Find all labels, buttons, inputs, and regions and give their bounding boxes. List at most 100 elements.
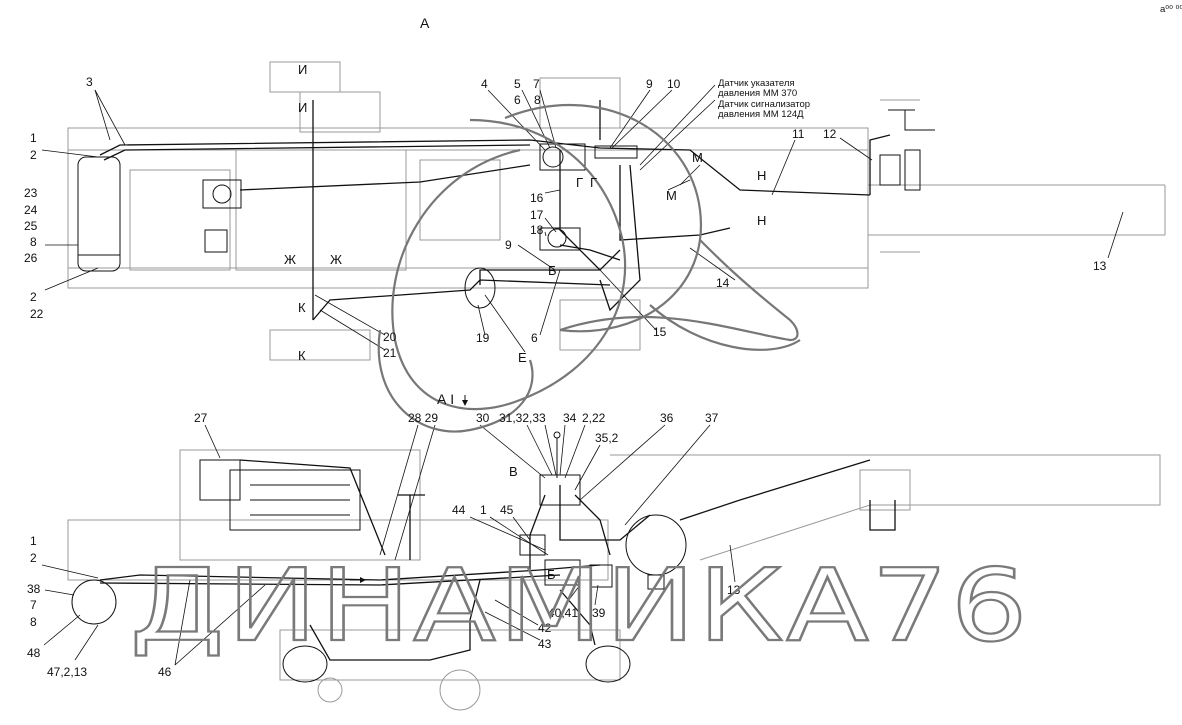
callout-15: 15 (653, 325, 667, 339)
callout-28-29: 28 29 (408, 411, 438, 425)
sensor-label-4: давления ММ 124Д (718, 109, 804, 120)
callout-23: 23 (24, 186, 38, 200)
callout-6b: 6 (531, 331, 538, 345)
air-pipelines-top (99, 100, 891, 321)
mark-b-2: Б (547, 567, 556, 582)
watermark-text: ДИНАМИКА76 (130, 547, 1030, 664)
callout-30: 30 (476, 411, 490, 425)
callout-3: 3 (86, 75, 93, 89)
callout-5: 5 (514, 77, 521, 91)
mark-i-1: И (298, 62, 307, 77)
sensor-label-2: давления ММ 370 (718, 88, 797, 99)
brake-chamber-left (282, 645, 328, 683)
callout-43: 43 (538, 637, 552, 651)
callouts-top: 3 1 2 23 24 25 8 26 2 22 4 5 7 6 8 9 10 … (24, 75, 1107, 360)
leader-lines-top (41, 84, 1124, 353)
callout-8-side: 8 (30, 615, 37, 629)
valve-block-top (464, 143, 638, 309)
callout-42: 42 (538, 621, 552, 635)
callout-1-side: 1 (480, 503, 487, 517)
callout-35-2: 35,2 (595, 431, 619, 445)
brake-chamber-right (585, 645, 631, 683)
frame-outline (67, 61, 1166, 361)
engine-block (199, 459, 361, 531)
mark-k-1: К (298, 300, 306, 315)
bracket-right-top (879, 109, 935, 191)
callout-2-side: 2 (30, 551, 37, 565)
callout-11: 11 (792, 127, 805, 141)
callout-2-22: 2,22 (582, 411, 606, 425)
callout-7-side: 7 (30, 598, 37, 612)
callout-46: 46 (158, 665, 172, 679)
callout-13-side: 13 (727, 583, 741, 597)
callout-39: 39 (592, 606, 606, 620)
mark-i-2: И (298, 100, 307, 115)
callout-9b: 9 (505, 238, 512, 252)
corner-mark: a⁰⁰ ⁰⁰⁰ (1160, 4, 1182, 15)
sensor-label-1: Датчик указателя (718, 78, 795, 89)
callout-10: 10 (667, 77, 681, 91)
callout-37: 37 (705, 411, 719, 425)
callout-34: 34 (563, 411, 577, 425)
section-marks: И И Ж Ж К К М М Н Н Г Г Б Е В Б (284, 62, 766, 582)
sensor-labels: Датчик указателя давления ММ 370 Датчик … (718, 78, 810, 120)
callout-18: 18 (530, 223, 544, 237)
callout-36: 36 (660, 411, 674, 425)
callout-19: 19 (476, 331, 490, 345)
callout-22: 22 (30, 307, 44, 321)
callout-8b: 8 (534, 93, 541, 107)
callout-31-33: 31,32,33 (499, 411, 546, 425)
air-tank-left-side (71, 579, 117, 625)
leader-lines-side (41, 424, 736, 666)
callout-7: 7 (533, 77, 540, 91)
view-label-top: А (420, 15, 430, 31)
side-view (41, 395, 1161, 711)
callout-25: 25 (24, 219, 38, 233)
callout-1b-side: 1 (30, 534, 37, 548)
callouts-side: 27 28 29 30 31,32,33 34 2,22 35,2 36 37 … (27, 411, 741, 679)
callout-21: 21 (383, 346, 397, 360)
sensor-label-3: Датчик сигнализатор (718, 99, 810, 110)
callout-16: 16 (530, 191, 544, 205)
callout-20: 20 (383, 330, 397, 344)
callout-1: 1 (30, 131, 37, 145)
mark-e: Е (518, 350, 527, 365)
mark-b: Б (548, 263, 557, 278)
mark-n-1: Н (757, 168, 766, 183)
callout-17: 17 (530, 208, 544, 222)
mark-n-2: Н (757, 213, 766, 228)
callout-24: 24 (24, 203, 38, 217)
callout-2b: 2 (30, 290, 37, 304)
callout-6: 6 (514, 93, 521, 107)
callout-47-2-13: 47,2,13 (47, 665, 87, 679)
callout-48: 48 (27, 646, 41, 660)
mark-g: Г (576, 175, 583, 190)
callout-40-41: 40,41 (548, 606, 578, 620)
compressor-top (202, 179, 242, 253)
mark-g-2: Г (590, 175, 597, 190)
callout-9: 9 (646, 77, 653, 91)
callout-27: 27 (194, 411, 208, 425)
callout-12: 12 (823, 127, 837, 141)
top-view (41, 61, 1166, 361)
callout-26: 26 (24, 251, 38, 265)
callout-38: 38 (27, 582, 41, 596)
mark-zh-2: Ж (330, 252, 342, 267)
mark-v: В (509, 464, 518, 479)
valve-cluster-side (519, 431, 665, 590)
mark-k-2: К (298, 348, 306, 363)
flow-arrows (350, 395, 468, 583)
callout-4: 4 (481, 77, 488, 91)
callout-45: 45 (500, 503, 514, 517)
mark-m-1: М (692, 150, 703, 165)
watermark-swirl (377, 103, 801, 433)
air-receiver-top (77, 156, 121, 272)
callout-2: 2 (30, 148, 37, 162)
mark-m-2: М (666, 188, 677, 203)
mark-zh-1: Ж (284, 252, 296, 267)
view-label-bottom: А I (437, 391, 454, 407)
callout-13: 13 (1093, 259, 1107, 273)
callout-44: 44 (452, 503, 466, 517)
